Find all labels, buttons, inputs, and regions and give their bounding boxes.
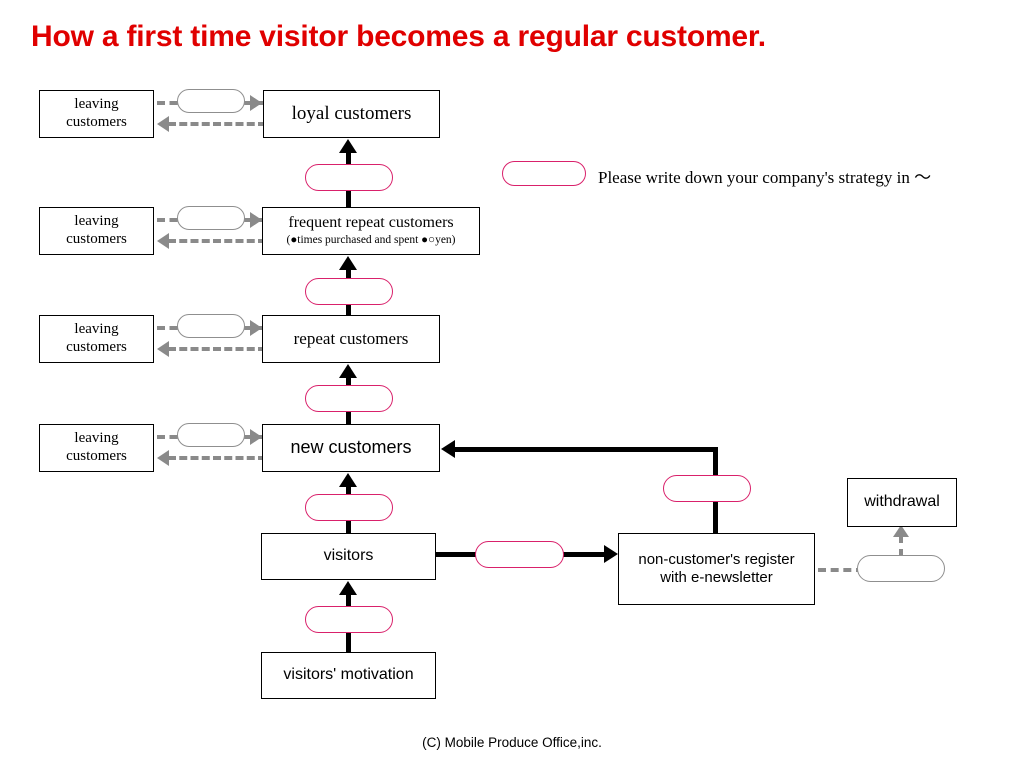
arrowhead-visitors-to-register: [604, 545, 618, 563]
withdrawal-label: withdrawal: [864, 493, 940, 511]
dashed-line-to-leaving-2-back: [168, 239, 266, 243]
pink-placeholder-new-to-repeat[interactable]: [305, 385, 393, 412]
gray-placeholder-withdrawal[interactable]: [857, 555, 945, 582]
dashed-arrowhead-left-3: [157, 341, 169, 357]
dashed-arrowhead-right-2: [250, 212, 262, 228]
dashed-line-to-leaving-1-back: [168, 122, 266, 126]
dashed-line-to-leaving-4-back: [168, 456, 266, 460]
register-line2: with e-newsletter: [660, 569, 773, 586]
leaving-line2: customers: [66, 231, 127, 247]
dashed-line-to-leaving-3-back: [168, 347, 266, 351]
box-leaving-customers-3[interactable]: leaving customers: [39, 315, 154, 363]
leaving-line1: leaving: [74, 430, 119, 447]
copyright-footer: (C) Mobile Produce Office,inc.: [422, 735, 602, 750]
box-visitors-motivation[interactable]: visitors' motivation: [261, 652, 436, 699]
box-repeat-customers[interactable]: repeat customers: [262, 315, 440, 363]
arrowhead-visitors-to-new: [339, 473, 357, 487]
leaving-line1: leaving: [74, 321, 119, 338]
dashed-arrowhead-left-1: [157, 116, 169, 132]
dashed-line-to-withdrawal-vertical: [899, 535, 903, 557]
pink-placeholder-frequent-to-loyal[interactable]: [305, 164, 393, 191]
arrowhead-frequent-to-loyal: [339, 139, 357, 153]
stage-label: repeat customers: [293, 328, 409, 348]
dashed-arrowhead-right-4: [250, 429, 262, 445]
dashed-arrowhead-right-3: [250, 320, 262, 336]
pink-placeholder-register-to-new[interactable]: [663, 475, 751, 502]
leaving-line2: customers: [66, 448, 127, 464]
box-leaving-customers-4[interactable]: leaving customers: [39, 424, 154, 472]
arrowhead-register-to-new: [441, 440, 455, 458]
box-leaving-customers-1[interactable]: leaving customers: [39, 90, 154, 138]
gray-placeholder-3[interactable]: [177, 314, 245, 338]
stage-label: new customers: [290, 437, 412, 458]
pink-placeholder-repeat-to-frequent[interactable]: [305, 278, 393, 305]
gray-placeholder-2[interactable]: [177, 206, 245, 230]
box-loyal-customers[interactable]: loyal customers: [263, 90, 440, 138]
box-non-customer-register[interactable]: non-customer's register with e-newslette…: [618, 533, 815, 605]
stage-label: loyal customers: [291, 102, 412, 124]
leaving-line2: customers: [66, 339, 127, 355]
pink-placeholder-visitors-to-new[interactable]: [305, 494, 393, 521]
register-line1: non-customer's register: [638, 551, 795, 569]
stage-label: visitors: [323, 547, 374, 565]
dashed-line-register-to-withdrawal: [818, 568, 864, 572]
arrowhead-motivation-to-visitors: [339, 581, 357, 595]
gray-placeholder-1[interactable]: [177, 89, 245, 113]
leaving-line1: leaving: [74, 213, 119, 230]
connector-register-to-new-horizontal: [455, 447, 716, 452]
dashed-arrowhead-withdrawal: [893, 525, 909, 537]
box-frequent-repeat-customers[interactable]: frequent repeat customers (●times purcha…: [262, 207, 480, 255]
arrowhead-repeat-to-frequent: [339, 256, 357, 270]
leaving-line1: leaving: [74, 96, 119, 113]
leaving-line2: customers: [66, 114, 127, 130]
stage-label: visitors' motivation: [283, 666, 414, 684]
dashed-arrowhead-left-2: [157, 233, 169, 249]
gray-placeholder-4[interactable]: [177, 423, 245, 447]
stage-sublabel: (●times purchased and spent ●○yen): [286, 234, 456, 247]
dashed-arrowhead-left-4: [157, 450, 169, 466]
box-withdrawal[interactable]: withdrawal: [847, 478, 957, 527]
pink-placeholder-motivation-to-visitors[interactable]: [305, 606, 393, 633]
legend-label: Please write down your company's strateg…: [598, 168, 932, 187]
dashed-arrowhead-right-1: [250, 95, 262, 111]
pink-placeholder-visitors-to-register[interactable]: [475, 541, 564, 568]
arrowhead-new-to-repeat: [339, 364, 357, 378]
box-leaving-customers-2[interactable]: leaving customers: [39, 207, 154, 255]
page-title: How a first time visitor becomes a regul…: [31, 20, 766, 53]
box-visitors[interactable]: visitors: [261, 533, 436, 580]
stage-label: frequent repeat customers: [288, 213, 454, 231]
legend-pink-placeholder[interactable]: [502, 161, 586, 186]
box-new-customers[interactable]: new customers: [262, 424, 440, 472]
